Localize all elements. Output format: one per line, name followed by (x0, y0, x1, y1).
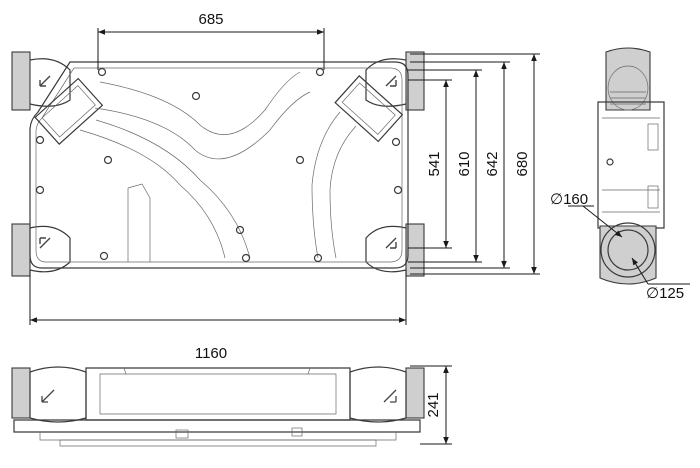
top-view: 685 541 610 642 680 (11, 11, 540, 325)
air-channel (95, 119, 251, 259)
mounting-hole-icon (35, 67, 403, 263)
connector-housing (365, 225, 407, 273)
connector-housing (365, 58, 407, 107)
dimension-length-1160: 1160 (195, 345, 227, 362)
connector-housing (29, 225, 71, 273)
dimension-height-241: 241 (425, 392, 442, 417)
air-channel (329, 125, 357, 259)
arrow-icon (41, 389, 55, 403)
air-channel (79, 129, 226, 259)
dimension-diameter-160: ∅160 (550, 191, 588, 208)
duct-connector-icon (11, 223, 31, 277)
dimension-height-680: 680 (514, 151, 531, 176)
duct-connector-icon (11, 367, 31, 419)
dimension-width-top: 685 (198, 11, 223, 28)
duct-connector-icon (599, 225, 657, 285)
side-view: ∅160 ∅125 (550, 47, 690, 302)
drain-insert (127, 183, 151, 262)
filter-box-right (334, 75, 404, 143)
duct-connector-icon (405, 51, 425, 111)
dimension-height-541: 541 (426, 151, 443, 176)
dimension-diameter-125: ∅125 (646, 285, 684, 302)
front-view: 1160 241 (11, 345, 452, 447)
filter-box-left (34, 77, 104, 145)
dimension-height-610: 610 (456, 151, 473, 176)
dimension-height-642: 642 (484, 151, 501, 176)
air-channel (94, 91, 311, 160)
unit-body (29, 61, 409, 269)
duct-connector-icon (405, 223, 425, 277)
air-channel (311, 111, 341, 259)
side-body (597, 101, 665, 229)
duct-connector-icon (11, 51, 31, 111)
duct-connector-icon (605, 47, 651, 111)
arrow-icon (39, 75, 397, 249)
air-channel (99, 71, 301, 135)
duct-connector-icon (405, 367, 425, 419)
front-body (85, 367, 351, 421)
connector-housing (29, 58, 71, 107)
unit-body-inner (35, 67, 403, 263)
arrow-icon (383, 389, 397, 403)
height-dimensions (408, 53, 540, 275)
